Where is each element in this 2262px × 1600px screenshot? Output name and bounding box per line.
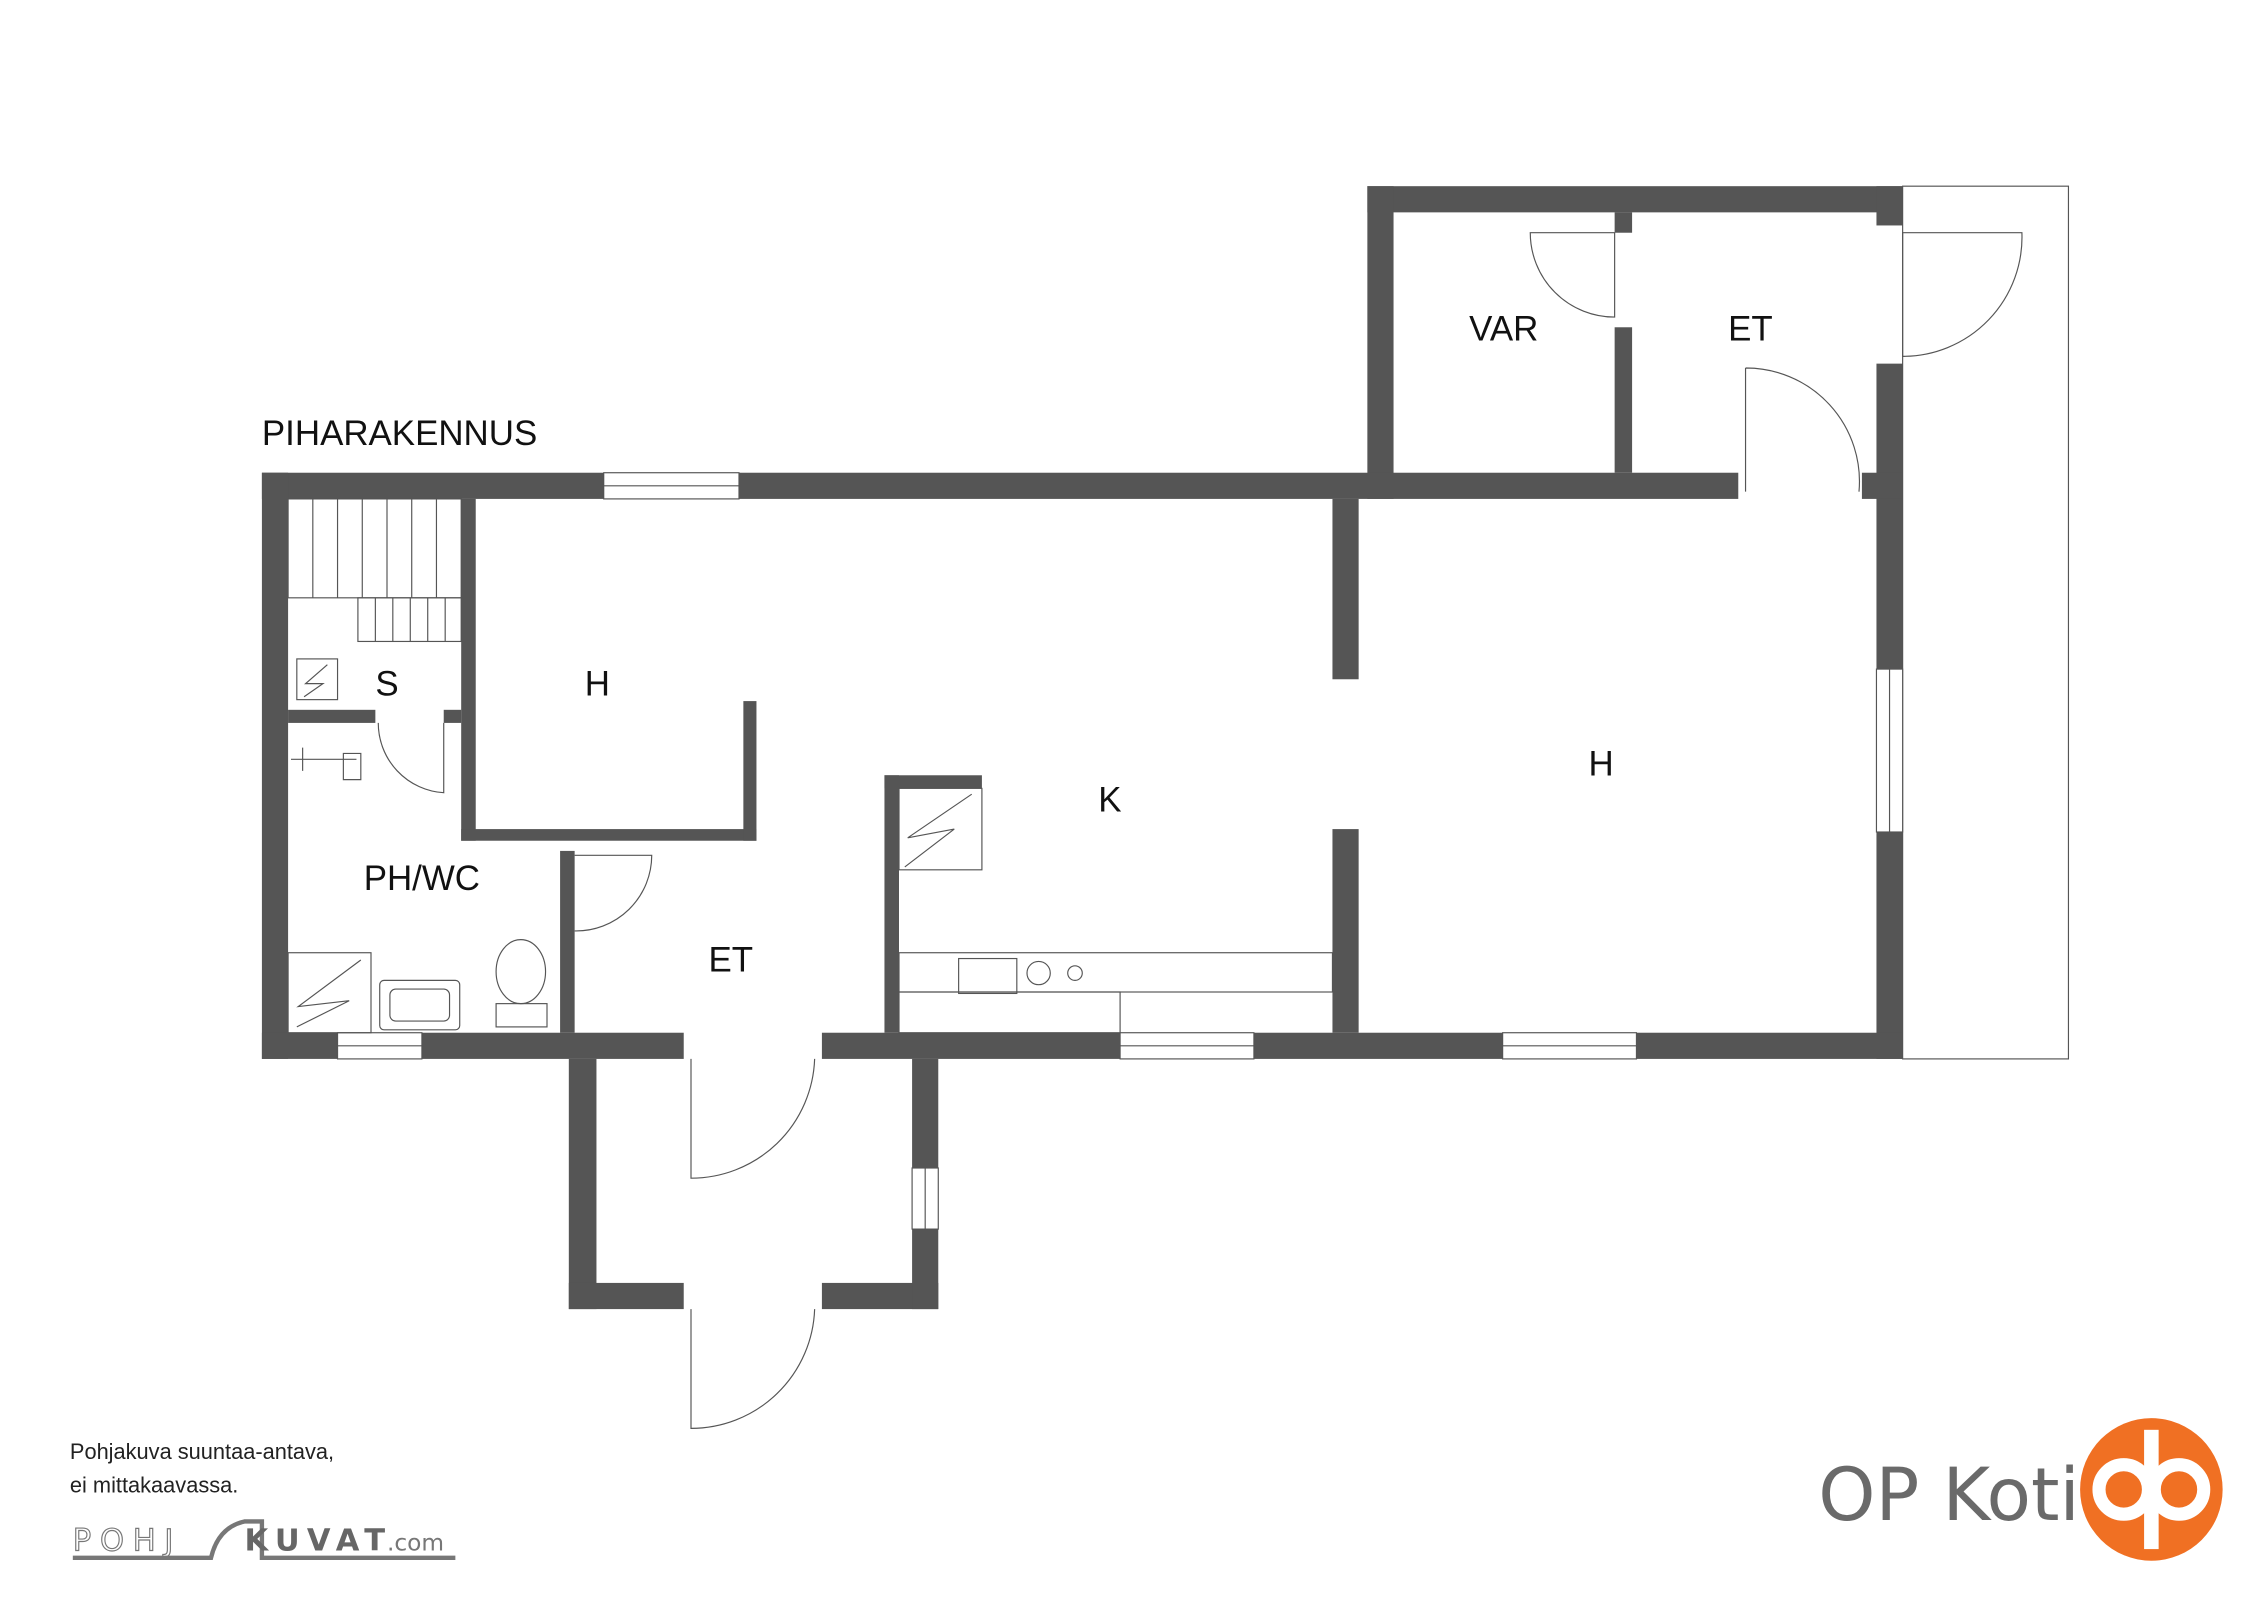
walls bbox=[261, 186, 1903, 1310]
disclaimer-line2: ei mittakaavassa. bbox=[70, 1472, 238, 1497]
room-label-ph-wc: PH/WC bbox=[364, 859, 480, 898]
room-label-var: VAR bbox=[1469, 309, 1538, 348]
heater-icon bbox=[296, 658, 339, 701]
pohjakuvat-logo: POHJ KUVAT .com bbox=[72, 1519, 456, 1560]
logo-suffix-text: .com bbox=[387, 1530, 444, 1557]
fridge-icon bbox=[898, 787, 983, 871]
room-label-et-lower: ET bbox=[708, 941, 753, 980]
room-label-h-small: H bbox=[585, 664, 610, 703]
logo-left-text: POHJ bbox=[73, 1524, 182, 1559]
building-label: PIHARAKENNUS bbox=[262, 414, 537, 453]
toilet-icon bbox=[495, 939, 547, 1005]
logo-right-text: KUVAT bbox=[244, 1524, 392, 1559]
op-koti-logo: OP Koti bbox=[1818, 1418, 2223, 1561]
stairs bbox=[287, 498, 462, 643]
sink-icon bbox=[379, 979, 461, 1031]
disclaimer-line1: Pohjakuva suuntaa-antava, bbox=[70, 1439, 334, 1464]
terrace-outline bbox=[1902, 185, 2070, 1060]
stove-icon bbox=[1026, 960, 1051, 986]
room-label-et-upper: ET bbox=[1728, 309, 1773, 348]
shower-icon bbox=[287, 952, 372, 1034]
kitchen-sink-icon bbox=[958, 957, 1018, 995]
doors bbox=[377, 232, 2023, 1429]
fixtures bbox=[287, 658, 1334, 1034]
room-label-h-large: H bbox=[1588, 744, 1613, 783]
shower-head-icon bbox=[291, 747, 362, 781]
op-koti-text: OP Koti bbox=[1818, 1453, 2079, 1538]
windows bbox=[336, 472, 1904, 1230]
room-label-s: S bbox=[375, 664, 398, 703]
room-label-k: K bbox=[1098, 781, 1121, 820]
